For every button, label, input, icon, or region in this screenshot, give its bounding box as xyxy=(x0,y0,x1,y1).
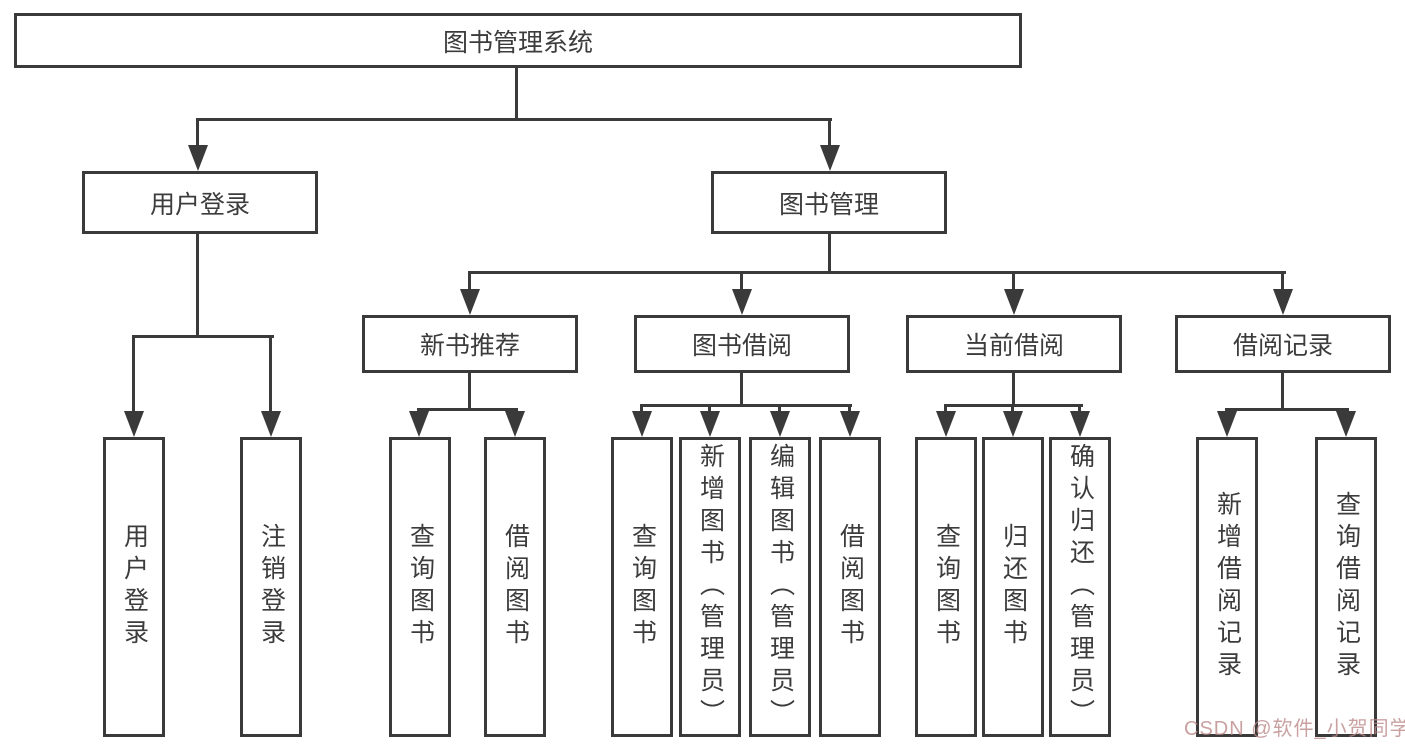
node-library-management-system: 图书管理系统 xyxy=(14,13,1022,68)
edge-borrowing-records-rail xyxy=(1225,408,1349,411)
edge-root-stem xyxy=(515,68,518,121)
leaf-query-books-borrowing: 查询图书 xyxy=(611,437,673,737)
arrow-leaf-borrow-borrowing-icon xyxy=(840,411,860,437)
leaf-add-book-admin: 新增图书（管理员） xyxy=(679,437,741,737)
edge-leaf-edit-book-drop xyxy=(778,404,781,415)
edge-new-book-drop xyxy=(468,271,471,293)
node-borrowing-records: 借阅记录 xyxy=(1175,315,1391,373)
leaf-borrow-book-recommend: 借阅图书 xyxy=(484,437,546,737)
leaf-borrow-book-borrowing: 借阅图书 xyxy=(819,437,881,737)
node-new-book-recommendation: 新书推荐 xyxy=(362,315,578,373)
arrow-leaf-query-recommend-icon xyxy=(409,411,429,437)
csdn-watermark: CSDN @软件_小贺同学 xyxy=(1184,718,1405,740)
leaf-edit-book-admin: 编辑图书（管理员） xyxy=(749,437,811,737)
edge-leaf-user-login-drop xyxy=(132,335,135,415)
edge-book-management-stem xyxy=(828,234,831,274)
edge-book-borrowing-rail xyxy=(640,404,852,407)
edge-leaf-return-book-drop xyxy=(1011,404,1014,415)
edge-book-borrowing-drop xyxy=(740,271,743,293)
node-book-management: 图书管理 xyxy=(711,171,947,234)
arrow-new-book-icon xyxy=(460,289,480,315)
leaf-return-book: 归还图书 xyxy=(982,437,1044,737)
edge-root-rail xyxy=(196,118,832,121)
edge-current-borrowing-drop xyxy=(1012,271,1015,293)
node-book-borrowing: 图书借阅 xyxy=(634,315,850,373)
edge-user-login-drop xyxy=(196,118,199,150)
node-user-login: 用户登录 xyxy=(82,171,318,234)
arrow-leaf-query-current-icon xyxy=(936,411,956,437)
arrow-leaf-query-record-icon xyxy=(1336,411,1356,437)
edge-leaf-borrow-borrowing-drop xyxy=(848,404,851,415)
leaf-confirm-return-admin: 确认归还（管理员） xyxy=(1049,437,1111,737)
edge-book-borrowing-stem xyxy=(740,373,743,407)
arrow-leaf-add-book-icon xyxy=(700,411,720,437)
arrow-current-borrowing-icon xyxy=(1004,289,1024,315)
arrow-leaf-logout-icon xyxy=(261,411,281,437)
arrow-leaf-confirm-return-icon xyxy=(1070,411,1090,437)
arrow-user-login-icon xyxy=(188,145,208,171)
edge-new-book-rail xyxy=(417,408,518,411)
arrow-borrowing-records-icon xyxy=(1273,289,1293,315)
arrow-leaf-return-book-icon xyxy=(1003,411,1023,437)
leaf-add-borrow-record: 新增借阅记录 xyxy=(1196,437,1258,737)
edge-leaf-query-current-drop xyxy=(944,404,947,415)
edge-borrowing-records-stem xyxy=(1281,373,1284,411)
edge-book-management-rail xyxy=(468,271,1286,274)
edge-leaf-add-book-drop xyxy=(708,404,711,415)
edge-user-login-rail xyxy=(132,335,274,338)
arrow-leaf-user-login-icon xyxy=(124,411,144,437)
arrow-leaf-query-borrowing-icon xyxy=(632,411,652,437)
edge-book-management-drop xyxy=(828,118,831,150)
node-current-borrowing: 当前借阅 xyxy=(906,315,1122,373)
arrow-leaf-add-record-icon xyxy=(1217,411,1237,437)
arrow-book-borrowing-icon xyxy=(732,289,752,315)
edge-leaf-confirm-return-drop xyxy=(1078,404,1081,415)
edge-borrowing-records-drop xyxy=(1281,271,1284,293)
edge-new-book-stem xyxy=(468,373,471,411)
arrow-leaf-borrow-recommend-icon xyxy=(505,411,525,437)
leaf-user-login: 用户登录 xyxy=(103,437,165,737)
edge-user-login-stem xyxy=(196,234,199,338)
edge-current-borrowing-stem xyxy=(1012,373,1015,407)
leaf-query-borrow-record: 查询借阅记录 xyxy=(1315,437,1377,737)
leaf-query-books-recommend: 查询图书 xyxy=(389,437,451,737)
leaf-logout: 注销登录 xyxy=(240,437,302,737)
edge-leaf-query-borrowing-drop xyxy=(640,404,643,415)
leaf-query-books-current: 查询图书 xyxy=(915,437,977,737)
edge-leaf-logout-drop xyxy=(269,335,272,415)
arrow-leaf-edit-book-icon xyxy=(770,411,790,437)
arrow-book-management-icon xyxy=(820,145,840,171)
